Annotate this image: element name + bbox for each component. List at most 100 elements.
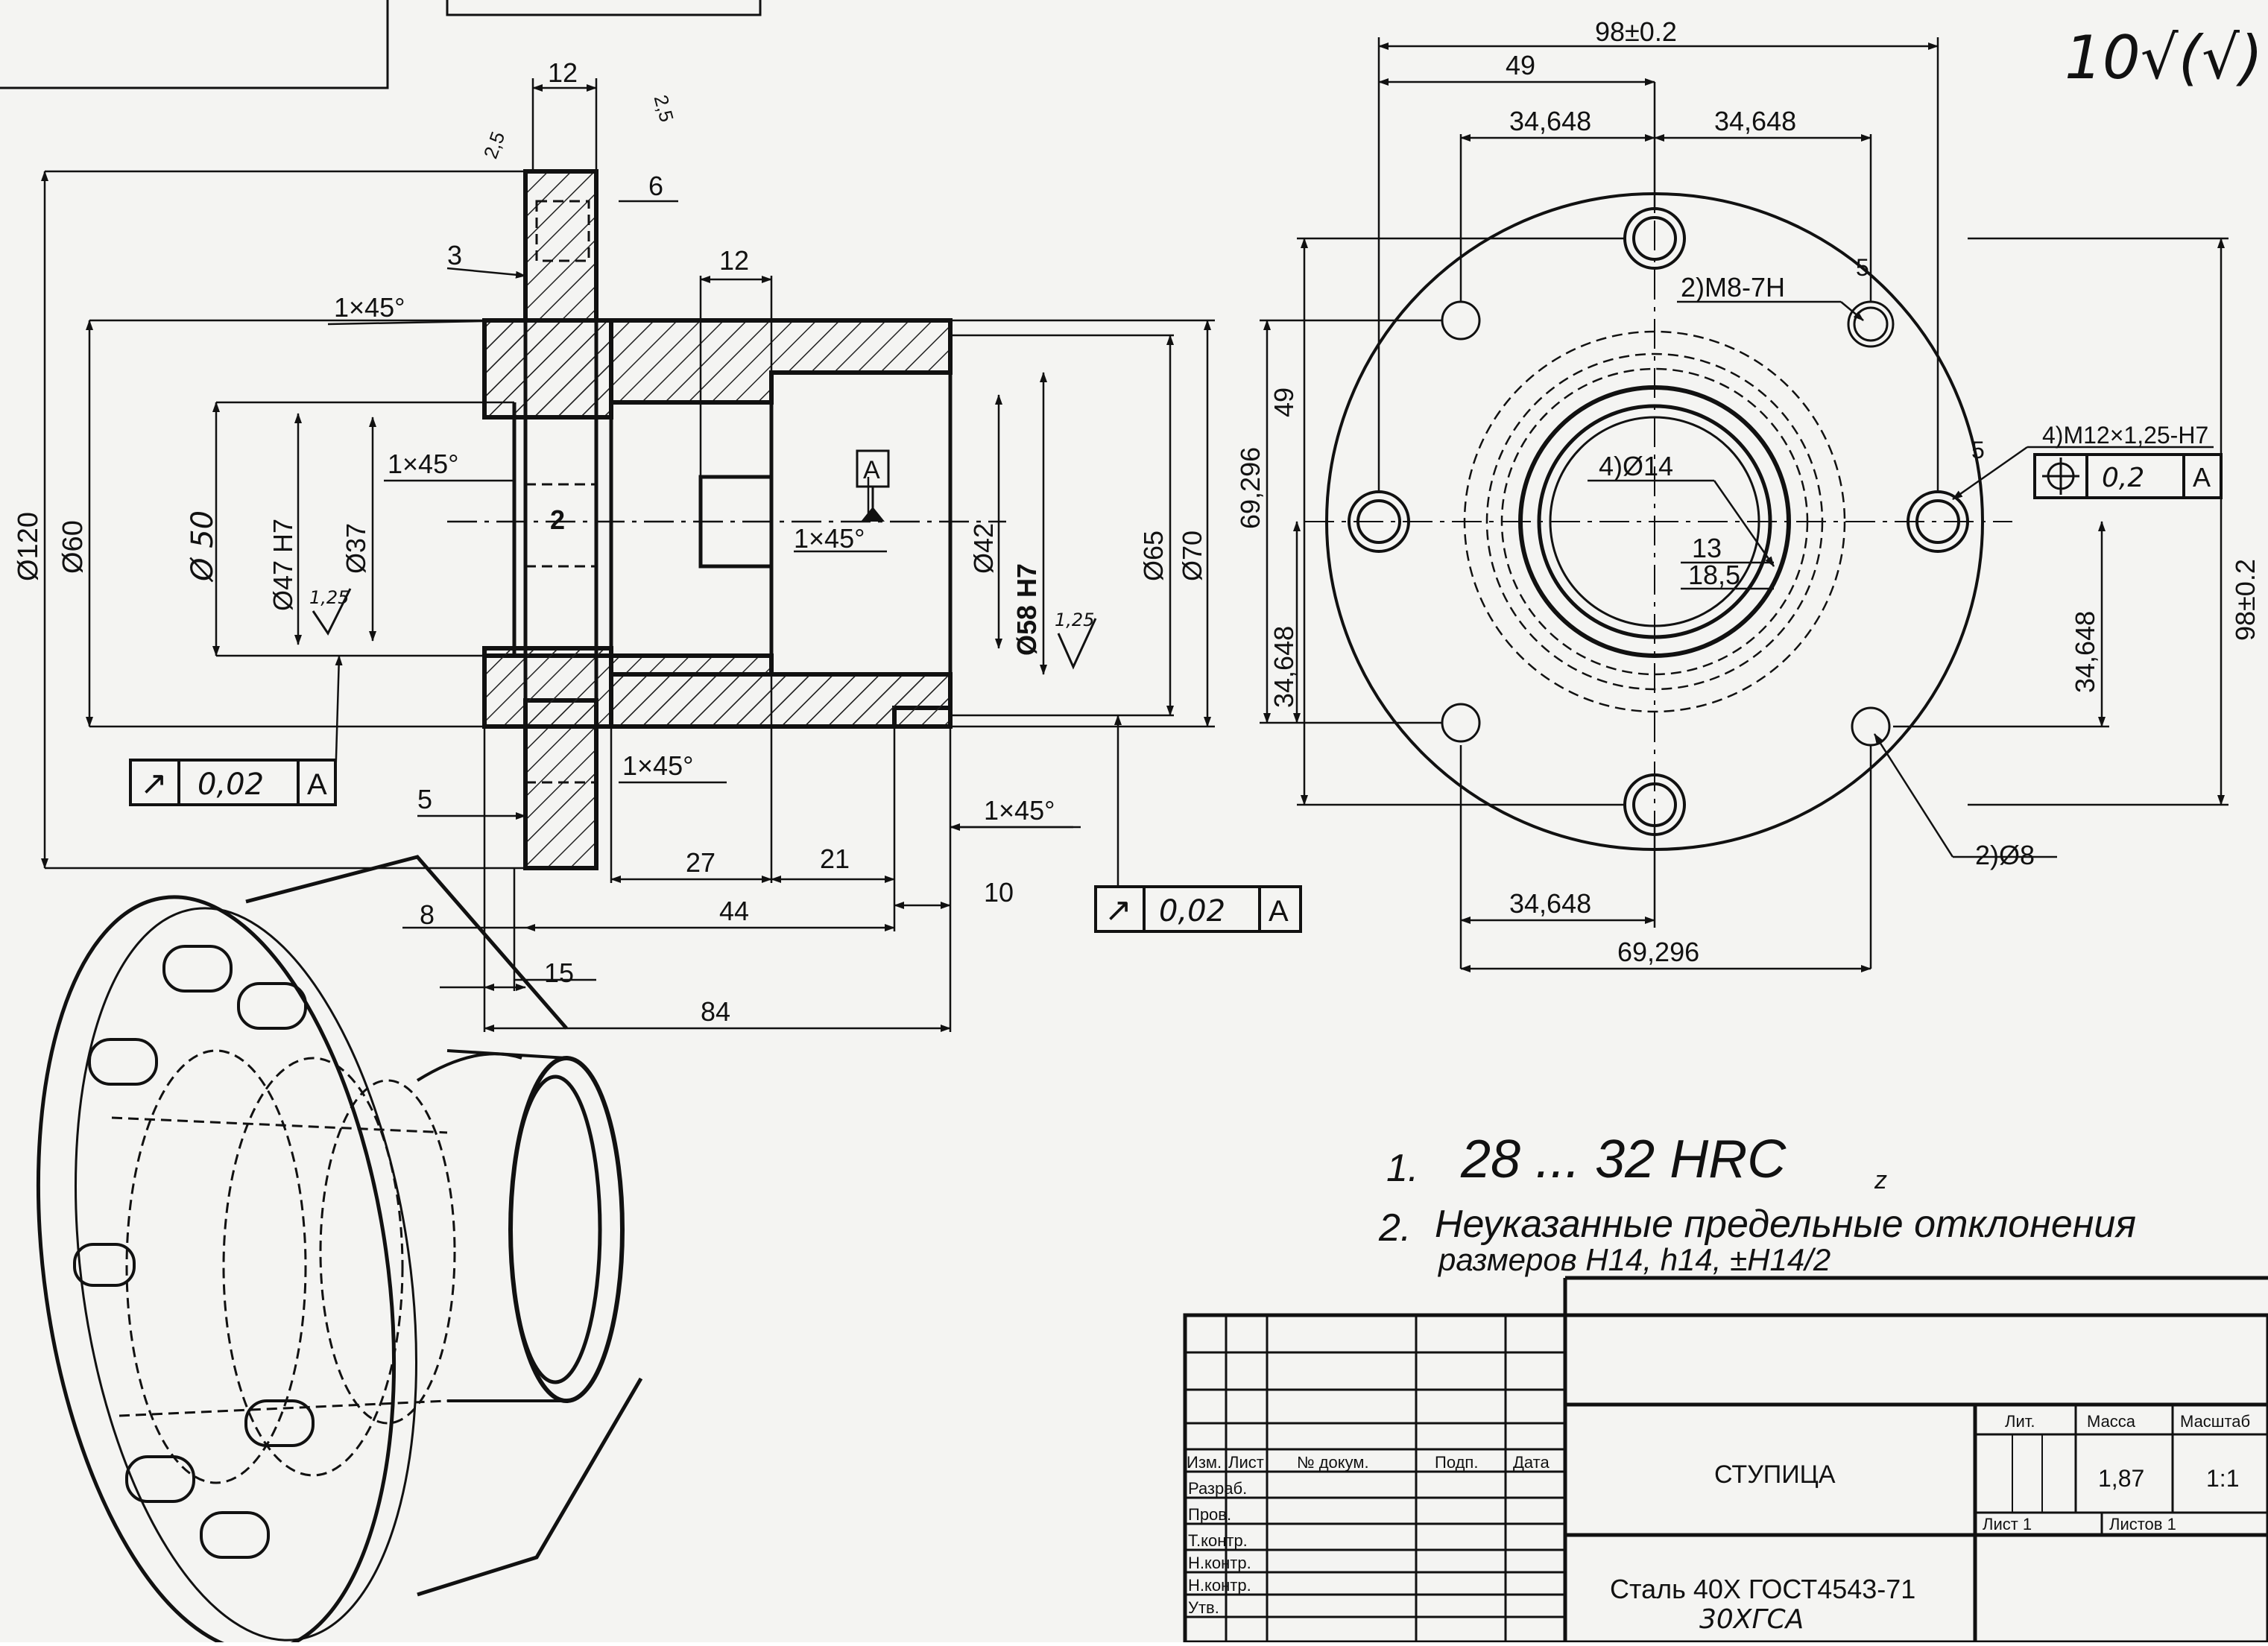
small-holes <box>1441 300 1895 747</box>
tb-row-approved: Утв. <box>1188 1598 1219 1617</box>
dim-34648-top-left: 34,648 <box>1509 106 1591 136</box>
tb-sheets-label: Листов 1 <box>2109 1515 2176 1533</box>
dia-47-h7: Ø47 H7 <box>268 519 298 611</box>
dim-98-right: 98±0.2 <box>2230 559 2261 641</box>
holes-d8-label: 2)Ø8 <box>1975 840 2035 870</box>
dia-42: Ø42 <box>968 523 999 574</box>
tb-mass-value: 1,87 <box>2098 1465 2144 1492</box>
flange-section-top <box>523 169 598 323</box>
tb-material-line-2: 30ХГСА <box>1699 1604 1804 1635</box>
note-2-number: 2. <box>1378 1206 1411 1250</box>
tb-col-doc: № докум. <box>1297 1453 1369 1472</box>
dia-50: Ø 50 <box>186 510 220 583</box>
dim-13: 13 <box>1692 533 1722 563</box>
roughness-symbol-a <box>312 588 352 636</box>
isometric-view <box>36 855 643 1646</box>
dim-chamfer-top-right: 2,5 <box>650 92 678 124</box>
dim-34648-top-right: 34,648 <box>1714 106 1796 136</box>
dim-hub-step-12: 12 <box>719 245 749 276</box>
dim-overall-98-top: 98±0.2 <box>1595 16 1677 47</box>
runout-symbol-bottom: ↗ <box>1105 892 1132 928</box>
technical-notes: 1. 28 ... 32 HRC z 2. Неуказанные предел… <box>1378 1130 2136 1277</box>
dim-chamfer-e: 1×45° <box>984 795 1055 826</box>
dim-15: 15 <box>544 957 574 988</box>
tb-col-lit: Лит. <box>2005 1412 2035 1431</box>
side-end-view: 98±0.2 49 34,648 34,648 2)M8-7H 5 49 69,… <box>1235 16 2261 972</box>
dim-18-5: 18,5 <box>1688 560 1740 590</box>
dim-21: 21 <box>820 843 850 874</box>
dim-49-top: 49 <box>1506 50 1535 80</box>
holes-d14-label: 4)Ø14 <box>1599 451 1673 481</box>
dia-37: Ø37 <box>341 523 371 574</box>
runout-datum-bottom: A <box>1269 895 1289 928</box>
tb-row-ncontrol-2: Н.контр. <box>1188 1576 1251 1595</box>
tb-row-checker: Пров. <box>1188 1505 1231 1524</box>
tb-row-developer: Разраб. <box>1188 1479 1247 1498</box>
dim-34648-bottom: 34,648 <box>1509 888 1591 919</box>
thread-m12-label: 4)M12×1,25-H7 <box>2042 422 2208 449</box>
thread-m12-depth: 5 <box>1971 437 1985 463</box>
dim-chamfer-top-left: 2,5 <box>479 129 510 162</box>
tb-material-line-1: Сталь 40Х ГОСТ4543-71 <box>1610 1574 1915 1604</box>
dia-65: Ø65 <box>1138 531 1169 581</box>
hub-section-lower-block <box>609 672 953 729</box>
runout-datum-left: A <box>307 768 327 801</box>
tb-col-sign: Подп. <box>1435 1453 1478 1472</box>
dim-teeth-width: 12 <box>548 57 578 88</box>
runout-tolerance-left: ↗ 0,02 A <box>129 655 343 806</box>
dim-84: 84 <box>701 996 730 1027</box>
tb-row-tcontrol: Т.контр. <box>1188 1531 1248 1550</box>
runout-value-bottom: 0,02 <box>1159 894 1225 928</box>
hub-section-left-upper <box>482 318 613 420</box>
hub-section-left-lower <box>482 646 613 729</box>
position-tol-value: 0,2 <box>2102 463 2144 493</box>
tb-part-name: СТУПИЦА <box>1714 1460 1836 1489</box>
datum-label: A <box>863 456 880 484</box>
dim-chamfer-a: 1×45° <box>334 292 405 323</box>
datum-a-marker: A <box>856 449 890 522</box>
position-tolerance-frame: 0,2 A <box>2033 453 2223 499</box>
note-2-line-1: Неуказанные предельные отклонения <box>1435 1203 2136 1246</box>
grade-mark: 10√(√) <box>2065 23 2263 92</box>
tb-col-izm: Изм. <box>1187 1453 1222 1472</box>
dim-69296-bottom: 69,296 <box>1617 937 1699 967</box>
dim-8: 8 <box>420 899 435 930</box>
note-1-subscript: z <box>1874 1166 1887 1194</box>
front-section-view: 12 2,5 2,5 6 3 1×45° 12 1×45° 2 1×45° 1×… <box>13 57 1302 1032</box>
dia-70: Ø70 <box>1177 531 1207 581</box>
dim-5: 5 <box>417 784 432 814</box>
tb-row-ncontrol-1: Н.контр. <box>1188 1554 1251 1572</box>
roughness-symbol-b <box>1057 618 1097 670</box>
dim-34648-right: 34,648 <box>2070 611 2100 693</box>
tb-col-mass: Масса <box>2087 1412 2136 1431</box>
tb-scale-value: 1:1 <box>2206 1465 2239 1492</box>
thread-m8-label: 2)M8-7H <box>1681 272 1785 303</box>
dim-44: 44 <box>719 896 749 926</box>
dim-34648-left: 34,648 <box>1269 626 1299 708</box>
thread-m8-depth: 5 <box>1856 254 1869 281</box>
dim-69296-left: 69,296 <box>1235 447 1266 529</box>
runout-value-left: 0,02 <box>198 767 264 802</box>
note-1-text: 28 ... 32 HRC <box>1460 1130 1787 1189</box>
dim-2: 2 <box>550 504 565 535</box>
dia-58-h7: Ø58 H7 <box>1011 563 1042 656</box>
dim-27: 27 <box>686 847 716 878</box>
dia-120: Ø120 <box>13 512 44 581</box>
dim-groove-6: 6 <box>648 171 663 201</box>
frame-remnant <box>0 0 762 89</box>
dim-49-left: 49 <box>1269 387 1299 417</box>
runout-symbol-left: ↗ <box>140 765 168 802</box>
roughness-125-b: 1,25 <box>1055 610 1094 630</box>
dim-offset-3: 3 <box>447 240 462 270</box>
position-tol-datum: A <box>2193 462 2211 493</box>
note-2-line-2: размеров H14, h14, ±H14/2 <box>1437 1242 1830 1277</box>
dim-chamfer-b: 1×45° <box>388 449 458 479</box>
dim-10: 10 <box>984 877 1014 908</box>
runout-tolerance-bottom: ↗ 0,02 A <box>1094 715 1302 933</box>
tb-col-list: Лист <box>1228 1453 1264 1472</box>
dim-chamfer-c: 1×45° <box>794 523 865 554</box>
tb-sheet-label: Лист 1 <box>1983 1515 2032 1533</box>
dim-chamfer-d: 1×45° <box>622 750 693 781</box>
note-1-number: 1. <box>1386 1147 1418 1190</box>
